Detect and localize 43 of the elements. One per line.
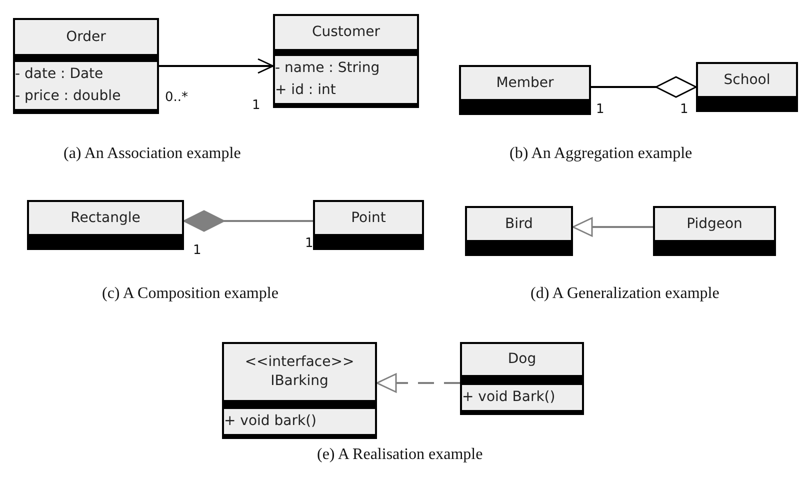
multiplicity-label: 0..* — [165, 90, 188, 105]
class-name: Bird — [505, 214, 533, 234]
multiplicity-label: 1 — [193, 243, 202, 258]
class-box — [653, 206, 776, 256]
class-box — [696, 62, 798, 112]
realisation-arrow — [376, 373, 460, 393]
class-box — [460, 342, 584, 415]
multiplicity-label: 1 — [596, 102, 604, 117]
class-member: + void bark() — [224, 412, 318, 431]
class-member: - date : Date — [15, 65, 104, 84]
class-box — [13, 18, 159, 114]
class-name: Dog — [508, 350, 536, 369]
class-name: Rectangle — [70, 208, 140, 228]
class-box — [459, 65, 591, 115]
aggregation-connector — [591, 76, 697, 98]
class-name: Point — [351, 208, 386, 228]
class-box — [273, 14, 419, 108]
class-member: + void Bark() — [462, 388, 556, 407]
generalization-arrow — [572, 217, 653, 237]
class-box — [222, 342, 377, 439]
class-name: Member — [496, 74, 554, 92]
class-member: - price : double — [15, 87, 122, 106]
multiplicity-label: 1 — [305, 236, 314, 251]
association-arrow — [159, 58, 274, 74]
figure-caption: (e) A Realisation example — [317, 446, 483, 464]
figure-caption: (c) A Composition example — [102, 285, 278, 303]
figure-caption: (d) A Generalization example — [530, 285, 720, 303]
class-name: IBarking — [270, 372, 328, 391]
class-name: Pidgeon — [686, 214, 742, 234]
class-box — [313, 200, 424, 250]
class-box — [27, 200, 184, 250]
class-name: School — [724, 70, 770, 90]
multiplicity-label: 1 — [680, 102, 688, 117]
class-name: Order — [66, 28, 106, 46]
figure-caption: (b) An Aggregation example — [510, 145, 692, 163]
class-name: <<interface>> — [244, 353, 354, 372]
figure-caption: (a) An Association example — [64, 145, 241, 163]
composition-connector — [183, 210, 313, 232]
class-member: + id : int — [275, 81, 337, 100]
class-member: - name : String — [275, 59, 381, 78]
multiplicity-label: 1 — [252, 98, 260, 113]
class-box — [465, 206, 573, 256]
class-name: Customer — [312, 23, 380, 42]
